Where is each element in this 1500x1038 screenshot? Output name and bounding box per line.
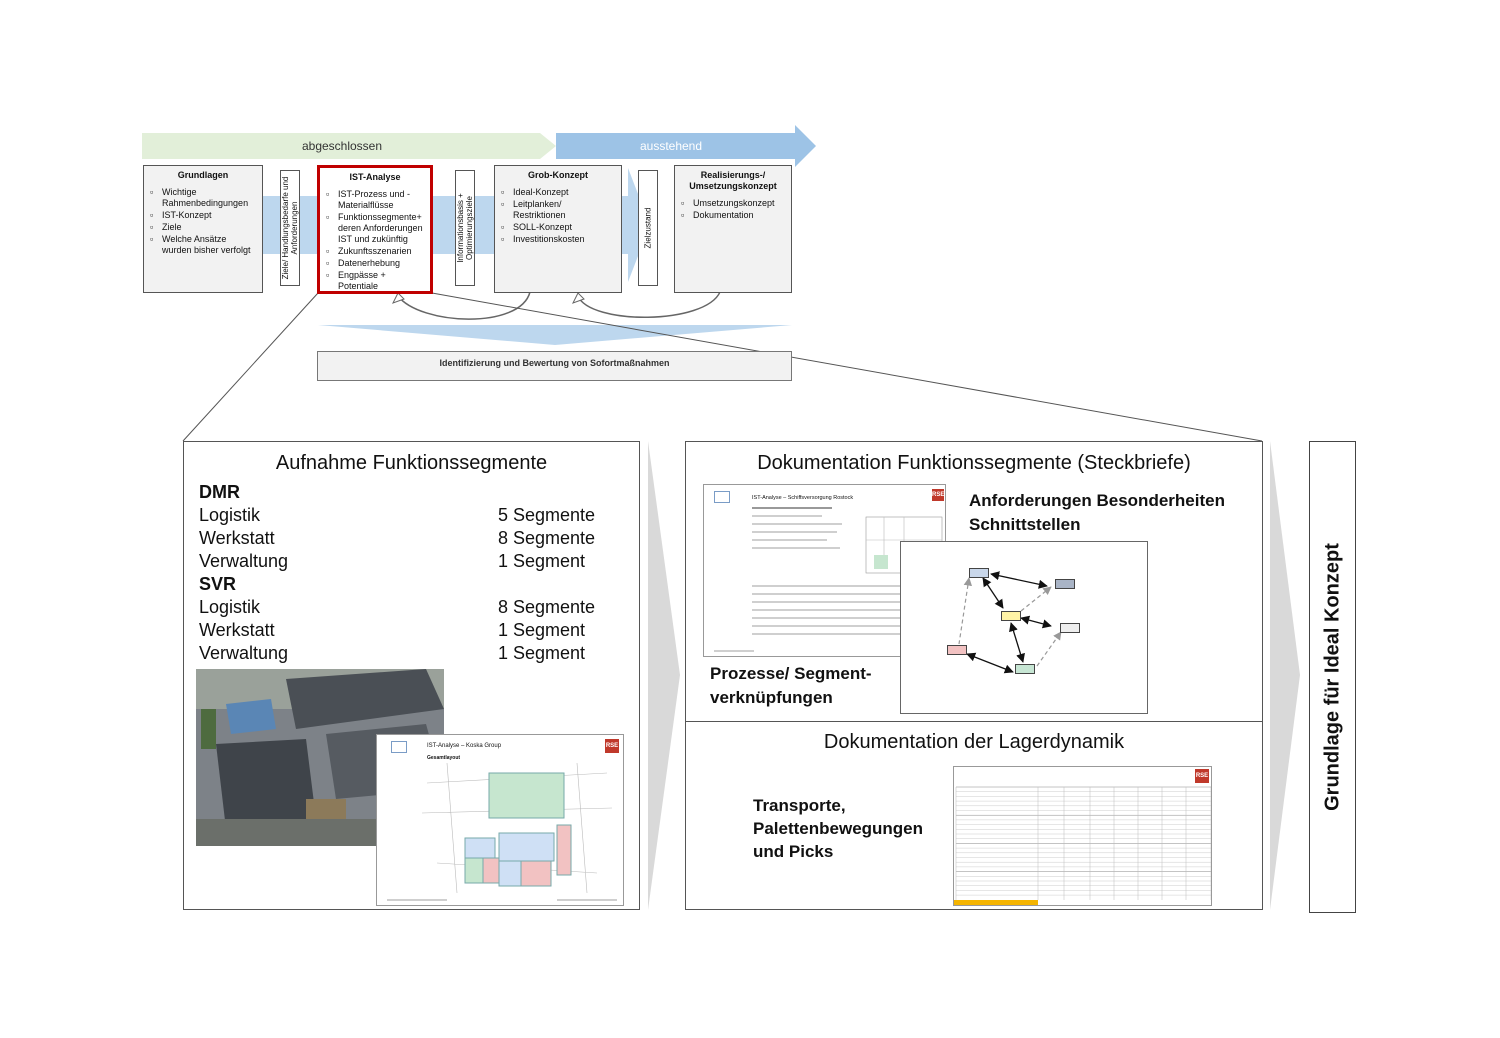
phase-arrow-done xyxy=(142,133,556,159)
rse-logo: RSE xyxy=(1195,769,1209,783)
list-item: Ziele xyxy=(150,222,256,233)
label-picks: und Picks xyxy=(753,842,834,861)
aerial-photo xyxy=(196,669,444,846)
down-arrow xyxy=(318,325,792,345)
label-prozesse-2: verknüpfungen xyxy=(710,688,833,707)
network-node xyxy=(1015,664,1035,674)
list-item: Leitplanken/ Restriktionen xyxy=(501,199,615,221)
label-prozesse-1: Prozesse/ Segment- xyxy=(710,664,872,683)
phase-label-done: abgeschlossen xyxy=(301,139,383,153)
list-item: Funktionssegmente+ deren Anforderungen I… xyxy=(326,212,424,245)
zoom-line-right xyxy=(431,292,1263,442)
phase-arrow-pending xyxy=(556,125,816,167)
segment-value: 8 Segmente xyxy=(498,528,596,548)
box-ziele: Ziele/ Handlungsbedarfe und Anforderunge… xyxy=(280,170,300,286)
step-ist-analyse: IST-Analyse IST-Prozess und - Materialfl… xyxy=(317,165,433,294)
segment-label: Verwaltung xyxy=(199,643,289,663)
network-edges xyxy=(958,571,1062,674)
process-network xyxy=(900,541,1148,714)
group-name-svr: SVR xyxy=(199,574,237,594)
list-item: Dokumentation xyxy=(681,210,785,221)
step-realisierung: Realisierungs-/ Umsetzungskonzept Umsetz… xyxy=(674,165,792,293)
site-plan xyxy=(417,763,617,893)
step-title: Realisierungs-/ Umsetzungskonzept xyxy=(689,170,777,191)
zoom-line-left xyxy=(182,292,319,442)
list-item: SOLL-Konzept xyxy=(501,222,615,233)
rse-logo: RSE xyxy=(605,739,619,753)
list-item: Ideal-Konzept xyxy=(501,187,615,198)
feedback-curve-2 xyxy=(577,291,721,318)
rse-logo: RSE xyxy=(932,489,944,501)
list-item: IST-Prozess und - Materialflüsse xyxy=(326,189,424,211)
label-transporte: Transporte, xyxy=(753,796,846,815)
logo-icon xyxy=(714,491,730,503)
label-anforderungen: Anforderungen Besonderheiten Schnittstel… xyxy=(969,491,1225,534)
feedback-head-2 xyxy=(571,292,585,304)
segment-value: 5 Segmente xyxy=(498,505,596,525)
segment-value: 1 Segment xyxy=(498,643,586,663)
panel-lagerdynamik-title: Dokumentation der Lagerdynamik xyxy=(823,731,1125,753)
panel-steckbriefe-title: Dokumentation Funktionssegmente (Steckbr… xyxy=(757,452,1191,474)
layout-document: IST-Analyse – Koska Group Gesamtlayout R… xyxy=(376,734,624,906)
step-title: Grundlagen xyxy=(177,170,229,180)
segment-label: Verwaltung xyxy=(199,551,289,571)
panel-aufnahme-title: Aufnahme Funktionssegmente xyxy=(275,452,548,474)
doc-title: IST-Analyse – Schiffsversorgung Rostock xyxy=(752,495,854,501)
list-item: Umsetzungskonzept xyxy=(681,198,785,209)
box-informationsbasis-label: Informationsbasis + Optimierungsziele xyxy=(456,193,474,263)
box-zielzustand: Zielzustand xyxy=(638,170,658,286)
table-grid xyxy=(954,786,1211,905)
network-node xyxy=(947,645,967,655)
lagerdynamik-table: RSE xyxy=(953,766,1212,906)
box-informationsbasis: Informationsbasis + Optimierungsziele xyxy=(455,170,475,286)
step-grob-konzept: Grob-Konzept Ideal-Konzept Leitplanken/ … xyxy=(494,165,622,293)
group-name-dmr: DMR xyxy=(199,482,240,502)
phase-label-pending: ausstehend xyxy=(639,139,703,153)
list-item: Welche Ansätze wurden bisher verfolgt xyxy=(150,234,256,256)
final-label: Grundlage für Ideal Konzept xyxy=(1321,543,1343,811)
segment-label: Werkstatt xyxy=(199,620,275,640)
sofortmassnahmen-bar: Identifizierung und Bewertung von Sofort… xyxy=(317,351,792,381)
feedback-head-1 xyxy=(391,292,405,304)
list-item: Zukunftsszenarien xyxy=(326,246,424,257)
feedback-curve-1 xyxy=(397,291,531,320)
box-zielzustand-label: Zielzustand xyxy=(643,207,653,249)
flow-arrow-3 xyxy=(621,168,650,282)
label-palettenbewegungen: Palettenbewegungen xyxy=(753,819,924,838)
step-grundlagen: Grundlagen Wichtige Rahmenbedingungen IS… xyxy=(143,165,263,293)
list-item: Wichtige Rahmenbedingungen xyxy=(150,187,256,209)
segment-value: 1 Segment xyxy=(498,620,586,640)
segment-value: 8 Segmente xyxy=(498,597,596,617)
final-box: Grundlage für Ideal Konzept xyxy=(1309,441,1356,913)
step-title: IST-Analyse xyxy=(349,172,401,182)
segment-label: Werkstatt xyxy=(199,528,275,548)
list-item: Datenerhebung xyxy=(326,258,424,269)
step-title: Grob-Konzept xyxy=(528,170,588,180)
list-item: Investitionskosten xyxy=(501,234,615,245)
network-node xyxy=(1060,623,1080,633)
doc-subtitle: Gesamtlayout xyxy=(427,755,461,761)
chevron-2 xyxy=(1270,441,1300,910)
network-node xyxy=(969,568,989,578)
doc-title: IST-Analyse – Koska Group xyxy=(427,743,502,749)
network-node xyxy=(1055,579,1075,589)
box-ziele-label: Ziele/ Handlungsbedarfe und Anforderunge… xyxy=(281,176,299,280)
chevron-1 xyxy=(648,441,680,910)
segment-label: Logistik xyxy=(199,597,261,617)
logo-icon xyxy=(391,741,407,753)
list-item: IST-Konzept xyxy=(150,210,256,221)
segment-label: Logistik xyxy=(199,505,261,525)
list-item: Engpässe + Potentiale xyxy=(326,270,424,292)
network-node xyxy=(1001,611,1021,621)
segment-value: 1 Segment xyxy=(498,551,586,571)
